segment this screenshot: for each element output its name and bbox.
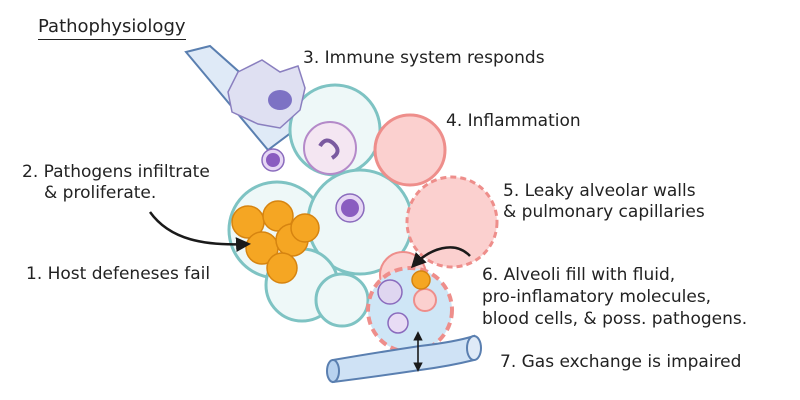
step-1-label: 1. Host defeneses fail xyxy=(26,264,211,284)
step-7-label: 7. Gas exchange is impaired xyxy=(500,352,742,372)
arrow-step2 xyxy=(148,211,251,253)
neutrophil-icon xyxy=(303,121,357,175)
capillary-icon xyxy=(326,334,482,384)
lymphocyte-icon xyxy=(261,148,365,223)
arrow-step6 xyxy=(410,246,471,269)
bacteria-cluster-icon xyxy=(231,200,320,284)
step-2-label: 2. Pathogens infiltrate & proliferate. xyxy=(22,162,210,204)
diagram-title: Pathophysiology xyxy=(38,16,186,40)
macrophage-icon xyxy=(227,59,306,129)
fluid-filled-alveolus xyxy=(366,266,454,354)
step-2-line-1: 2. Pathogens infiltrate xyxy=(22,162,210,182)
step-6-line-2: pro-inflamatory molecules, xyxy=(482,287,712,307)
step-6-label: 6. Alveoli fill with fluid, pro-inflamat… xyxy=(482,264,747,330)
step-4-label: 4. Inflammation xyxy=(446,111,581,131)
step-2-line-2: & proliferate. xyxy=(44,183,157,203)
step-6-line-1: 6. Alveoli fill with fluid, xyxy=(482,265,676,285)
step-5-line-2: & pulmonary capillaries xyxy=(503,202,705,222)
step-5-line-1: 5. Leaky alveolar walls xyxy=(503,181,696,201)
step-5-label: 5. Leaky alveolar walls & pulmonary capi… xyxy=(503,181,705,223)
step-6-line-3: blood cells, & poss. pathogens. xyxy=(482,309,748,329)
step-3-label: 3. Immune system responds xyxy=(303,48,545,68)
